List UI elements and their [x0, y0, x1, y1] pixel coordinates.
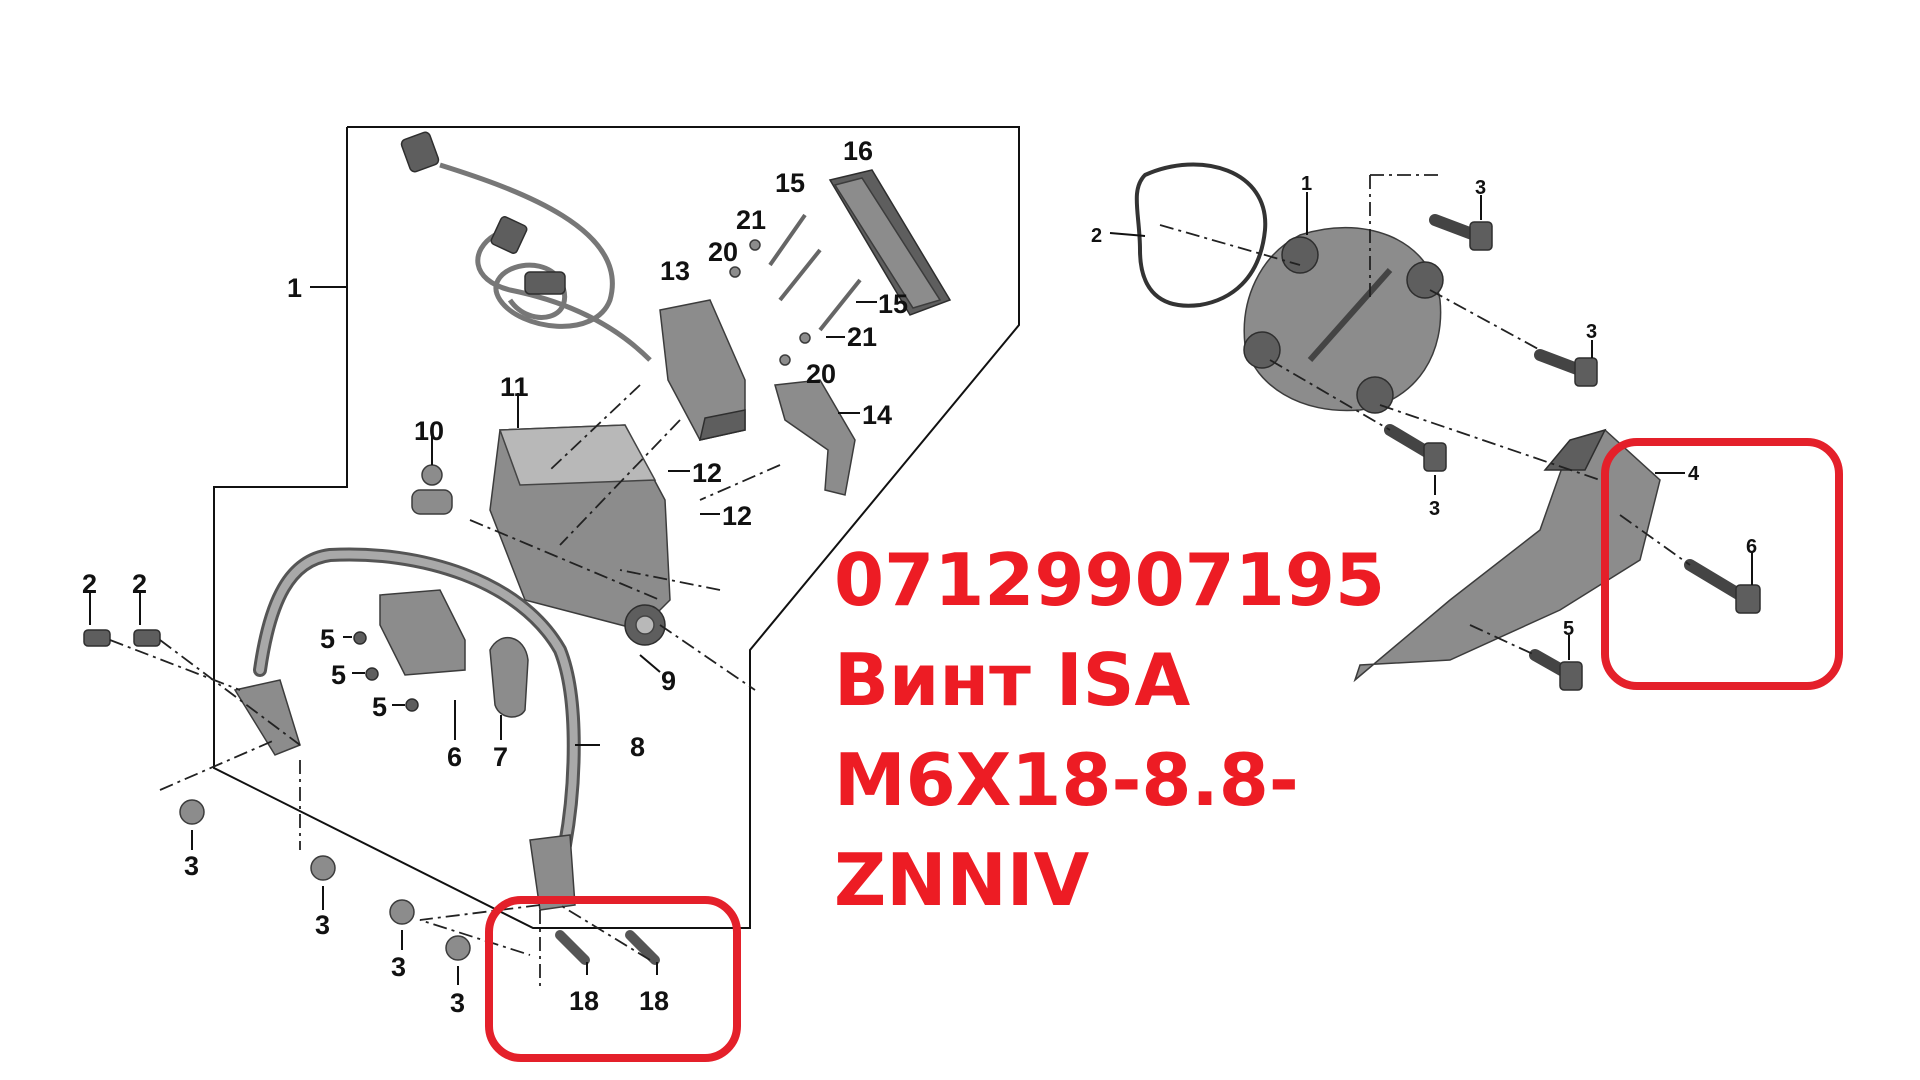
bolts-15 [729, 213, 862, 366]
part-6 [379, 589, 466, 676]
callout-5: 5 [320, 624, 335, 654]
callout-7: 7 [493, 742, 508, 772]
part-7 [489, 636, 529, 718]
bolts-18 [555, 930, 660, 965]
part-2-o-ring [1134, 162, 1268, 308]
callout-13: 13 [660, 256, 690, 286]
callout-10: 10 [414, 416, 444, 446]
callout-5c: 5 [372, 692, 387, 722]
callout-r4: 4 [1688, 463, 1700, 485]
part-spec: M6X18-8.8- [834, 738, 1299, 822]
callout-18: 18 [569, 986, 599, 1016]
part-10 [411, 464, 453, 515]
callout-3b: 3 [315, 910, 330, 940]
callout-8: 8 [630, 732, 645, 762]
bolt-5 [1529, 649, 1583, 691]
callout-r6: 6 [1746, 536, 1757, 558]
callout-r5: 5 [1563, 618, 1574, 640]
callout-9: 9 [661, 666, 676, 696]
part-number: 07129907195 [834, 538, 1386, 622]
nuts-3 [179, 799, 471, 961]
callout-18b: 18 [639, 986, 669, 1016]
screw-5 [353, 631, 367, 645]
callout-3: 3 [184, 851, 199, 881]
callout-20: 20 [708, 237, 738, 267]
callout-12b: 12 [722, 501, 752, 531]
right-assembly [1109, 162, 1761, 691]
callout-5b: 5 [331, 660, 346, 690]
callout-20b: 20 [806, 359, 836, 389]
sensor-cable [400, 131, 652, 362]
callout-6: 6 [447, 742, 462, 772]
callout-3c: 3 [391, 952, 406, 982]
bolts-3-right [1384, 214, 1598, 472]
callout-21b: 21 [847, 322, 877, 352]
callout-r1: 1 [1301, 173, 1312, 195]
part-name: Винт ISA [834, 638, 1191, 722]
callout-11: 11 [500, 372, 529, 402]
callout-12: 12 [692, 458, 722, 488]
callout-15: 15 [775, 168, 805, 198]
bolts-2 [83, 629, 161, 647]
screw-5 [405, 698, 419, 712]
callout-16: 16 [843, 136, 873, 166]
callout-2: 2 [82, 569, 97, 599]
highlight-box-bolt-6 [1601, 438, 1843, 690]
assembly-lines-left [109, 384, 781, 990]
bolt-6 [1684, 559, 1761, 614]
right-callout-labels: 2 1 3 3 3 4 6 5 [1091, 173, 1757, 640]
assembly-1-outline [213, 126, 1020, 929]
screw-5 [365, 667, 379, 681]
highlight-box-bolts-18 [485, 896, 741, 1062]
callout-r3: 3 [1475, 177, 1486, 199]
left-callout-labels: 1 16 15 21 20 13 15 21 20 14 11 10 12 12… [82, 136, 908, 1018]
callout-r2: 2 [1091, 225, 1102, 247]
part-4-guard [1353, 429, 1661, 683]
part-caption: 07129907195 Винт ISA M6X18-8.8- ZNNIV [834, 530, 1385, 930]
part-14 [774, 379, 856, 496]
part-11-control-unit [489, 424, 671, 646]
callout-3d: 3 [450, 988, 465, 1018]
part-spec-finish: ZNNIV [834, 838, 1090, 922]
callout-r3c: 3 [1429, 498, 1440, 520]
callout-r3b: 3 [1586, 321, 1597, 343]
callout-1: 1 [287, 273, 302, 303]
leader-lines-left [89, 286, 877, 985]
callout-14: 14 [862, 400, 892, 430]
callout-15b: 15 [878, 289, 908, 319]
callout-2b: 2 [132, 569, 147, 599]
callout-21: 21 [736, 205, 766, 235]
